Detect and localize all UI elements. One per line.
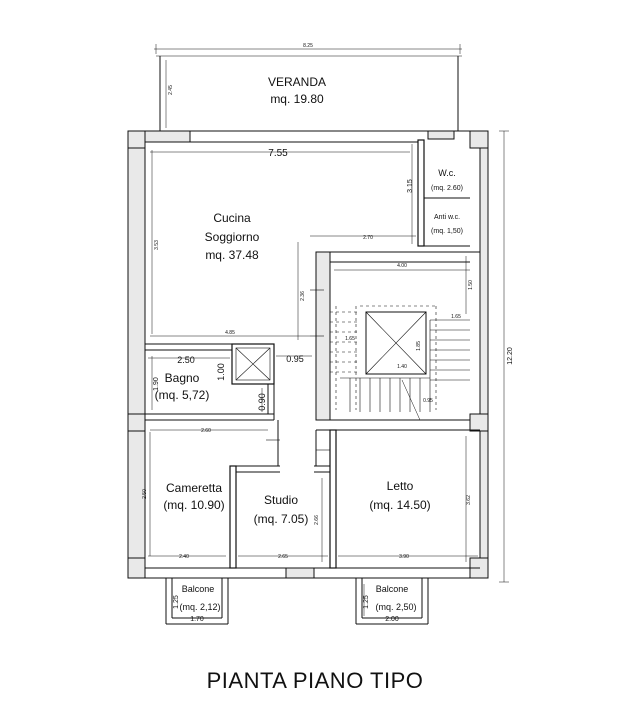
studio-area: (mq. 7.05) <box>254 512 309 526</box>
veranda: 2.45 VERANDA mq. 19.80 <box>156 55 462 131</box>
bottom-left-dim: 2.40 <box>179 554 189 560</box>
cameretta-area: (mq. 10.90) <box>163 498 224 512</box>
stair-dim-5: 1.85 <box>416 341 422 351</box>
cucina-name: Cucina <box>213 211 251 225</box>
cucina-height-label: 3.53 <box>154 240 160 250</box>
corridor <box>266 420 330 466</box>
antiwc-width-label: 2.70 <box>363 235 373 241</box>
veranda-width-label: 8.25 <box>303 43 313 49</box>
stair-dim-2: 1.65 <box>451 314 461 320</box>
balcone-right-name: Balcone <box>376 584 409 594</box>
corridor-width-label: 0.95 <box>286 354 304 364</box>
cameretta-name: Cameretta <box>166 481 222 495</box>
antiwc-name: Anti w.c. <box>434 214 460 221</box>
cucina-area: mq. 37.48 <box>205 248 259 262</box>
soggiorno-name: Soggiorno <box>205 230 260 244</box>
stairwell: 4.00 1.50 1.65 1.6 <box>310 251 480 431</box>
stair-depth-label: 1.50 <box>468 280 474 290</box>
cameretta-height-label: 2.50 <box>142 489 148 499</box>
studio: 2.66 Studio (mq. 7.05) <box>229 429 337 569</box>
cucina-width-label: 7.55 <box>268 148 288 159</box>
letto: 3.62 Letto (mq. 14.50) <box>369 436 472 562</box>
balcone-right-width: 2.00 <box>385 616 399 623</box>
letto-area: (mq. 14.50) <box>369 498 430 512</box>
bottom-dimensions: 2.40 2.65 3.90 <box>148 554 478 560</box>
balcone-left-name: Balcone <box>182 584 215 594</box>
bagno-area: (mq. 5,72) <box>155 388 210 402</box>
veranda-width-dimension: 8.25 <box>154 43 462 54</box>
stair-dim-1: 1.65 <box>345 336 355 342</box>
bottom-right-dim: 3.90 <box>399 554 409 560</box>
balcone-left: 1.25 Balcone (mq. 2,12) 1.70 <box>165 578 229 625</box>
cameretta-width-label: 2.60 <box>201 428 211 434</box>
antiwc-area-label: (mq. 1,50) <box>431 228 463 235</box>
stair-dim-4: 0.95 <box>423 398 433 404</box>
bagno-height-label: 1.90 <box>153 377 160 391</box>
veranda-depth-label: 2.45 <box>168 85 174 95</box>
studio-height-label: 2.66 <box>314 515 320 525</box>
bagno-width-label: 2.50 <box>177 355 195 365</box>
corridor-dim-label: 2.36 <box>300 291 306 301</box>
balcone-right: 1.25 Balcone (mq. 2,50) 2.00 <box>355 578 429 625</box>
stair-width-label: 4.00 <box>397 263 407 269</box>
total-height-label: 12.20 <box>507 347 514 365</box>
shaft-label: 1.00 <box>216 363 226 381</box>
bagno-name: Bagno <box>165 371 200 385</box>
wc-area-label: (mq. 2.60) <box>431 185 463 192</box>
veranda-area: mq. 19.80 <box>270 92 324 106</box>
cucina-depth2-label: 4.85 <box>225 330 235 336</box>
balcone-left-width: 1.70 <box>190 616 204 623</box>
corridor-height-label: 0.90 <box>257 393 267 411</box>
letto-height-label: 3.62 <box>466 495 472 505</box>
total-height-dimension: 12.20 <box>499 130 514 583</box>
wc-name: W.c. <box>438 168 456 178</box>
balcone-right-area: (mq. 2,50) <box>375 602 416 612</box>
balcone-right-depth: 1.25 <box>363 595 370 609</box>
letto-name: Letto <box>387 479 414 493</box>
cameretta: 2.60 2.50 Cameretta (mq. 10.90) <box>142 428 268 556</box>
plan-title: PIANTA PIANO TIPO <box>207 668 424 693</box>
balcone-left-area: (mq. 2,12) <box>179 602 220 612</box>
outer-walls <box>127 130 489 579</box>
balcone-left-depth: 1.25 <box>173 595 180 609</box>
cucina-soggiorno: 7.55 3.53 Cucina Soggiorno mq. 37.48 4.8… <box>150 148 410 340</box>
studio-name: Studio <box>264 493 298 507</box>
veranda-name: VERANDA <box>268 75 326 89</box>
bagno: 2.50 1.00 0.95 1.90 0.90 Bagno (mq. 5,72… <box>145 343 312 421</box>
stair-dim-3: 1.40 <box>397 364 407 370</box>
wc-area: 3.15 W.c. (mq. 2.60) Anti w.c. (mq. 1,50… <box>310 139 470 247</box>
bottom-mid-dim: 2.65 <box>278 554 288 560</box>
wc-height-label: 3.15 <box>407 179 414 193</box>
